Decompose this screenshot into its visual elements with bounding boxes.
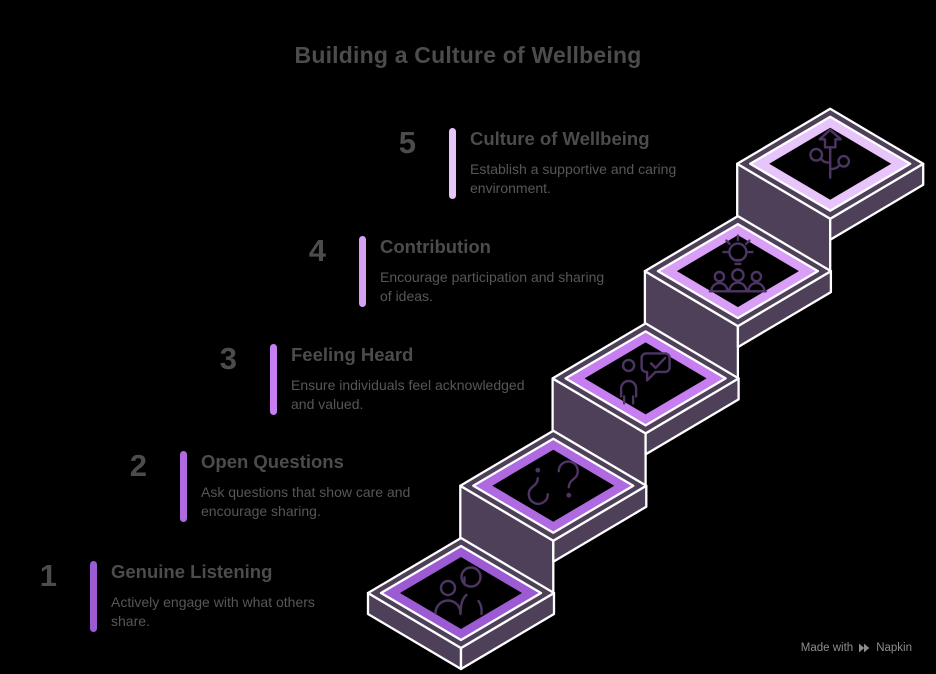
made-with-napkin: Made with Napkin (801, 642, 912, 654)
step-description: Actively engage with what others share. (111, 594, 315, 629)
step-frame-interior (584, 342, 707, 415)
question-marks-icon (527, 460, 579, 506)
step-number: 4 (308, 233, 326, 268)
listening-people-icon (434, 566, 483, 616)
napkin-logo-icon (859, 643, 870, 653)
step-number: 5 (398, 125, 416, 160)
page-title: Building a Culture of Wellbeing (294, 42, 642, 68)
step-frame-interior (400, 557, 522, 629)
step-label-2: 2 Open Questions Ask questions that show… (130, 448, 442, 522)
watermark-prefix: Made with (800, 642, 854, 654)
growth-flower-icon (809, 128, 851, 180)
step-number: 1 (39, 558, 57, 593)
stair-step-5 (736, 107, 925, 282)
step-number: 2 (129, 448, 147, 483)
step-description: Ensure individuals feel acknowledged and… (291, 377, 525, 412)
step-accent-bar (359, 236, 366, 307)
step-description: Encourage participation and sharing of i… (380, 269, 605, 304)
step-heading: Open Questions (201, 451, 344, 472)
step-label-4: 4 Contribution Encourage participation a… (309, 233, 621, 307)
step-heading: Feeling Heard (291, 344, 414, 365)
step-heading: Culture of Wellbeing (470, 128, 650, 149)
step-heading: Contribution (380, 236, 491, 257)
step-number: 3 (219, 341, 237, 376)
step-accent-bar (449, 128, 456, 199)
speech-check-icon (619, 352, 671, 405)
step-accent-bar (90, 561, 97, 632)
step-accent-bar (270, 344, 277, 415)
step-frame-interior (676, 235, 799, 308)
stair-step-4 (643, 214, 833, 390)
step-label-3: 3 Feeling Heard Ensure individuals feel … (220, 341, 532, 415)
watermark-brand: Napkin (876, 642, 912, 654)
step-description: Establish a supportive and caring enviro… (470, 161, 677, 196)
stair-step-3 (551, 322, 740, 497)
stair-step-1 (366, 536, 556, 671)
step-frame-interior (492, 449, 615, 522)
idea-group-icon (708, 234, 768, 293)
step-label-1: 1 Genuine Listening Actively engage with… (40, 558, 352, 632)
step-description: Ask questions that show care and encoura… (201, 484, 411, 519)
step-accent-bar (180, 451, 187, 522)
step-heading: Genuine Listening (111, 561, 273, 582)
stair-step-2 (459, 429, 648, 604)
step-label-5: 5 Culture of Wellbeing Establish a suppo… (399, 125, 711, 199)
